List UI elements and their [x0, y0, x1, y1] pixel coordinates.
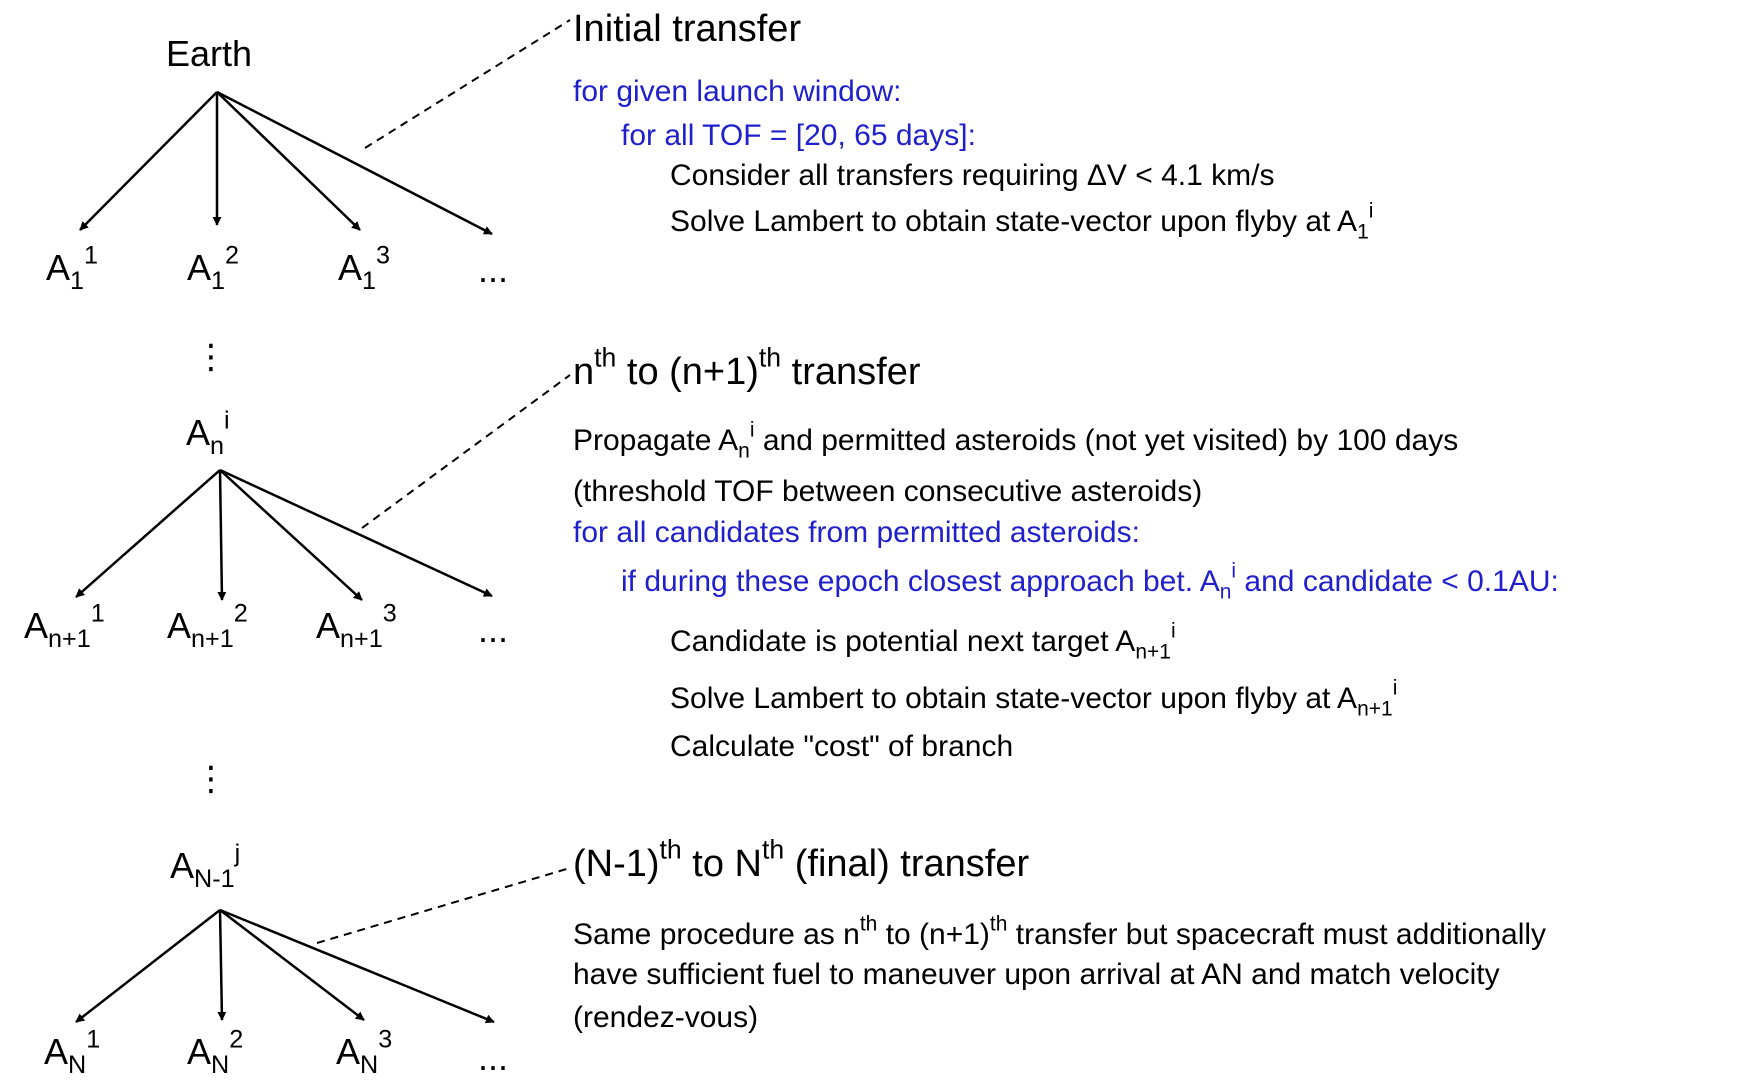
section2-step-cost: Calculate "cost" of branch [670, 730, 1014, 763]
section2-threshold: (threshold TOF between consecutive aster… [573, 475, 1203, 508]
tree2-edges [75, 468, 493, 601]
tree2-child-3: An+13 [316, 599, 397, 653]
tree1-edge-4 [216, 90, 493, 236]
tree2-edge-2 [217, 469, 227, 601]
tree3-edge-4 [219, 908, 495, 1024]
tree2-child-2: An+12 [167, 599, 248, 653]
section3-line1: Same procedure as nth to (n+1)th transfe… [573, 912, 1547, 951]
tree3-child-2: AN2 [187, 1025, 244, 1079]
vdots-1: ⋮ [194, 338, 228, 376]
tree1-root-earth: Earth [166, 33, 253, 74]
section3-line3: (rendez-vous) [573, 1001, 759, 1034]
tree2-edge-1 [75, 469, 221, 598]
section2-heading: nth to (n+1)th transfer [573, 342, 921, 393]
tree2-edge-3 [219, 469, 363, 601]
section2-step-lambert: Solve Lambert to obtain state-vector upo… [670, 676, 1398, 721]
tree3-callout-line [316, 867, 571, 944]
tree2-callout-line [361, 374, 571, 529]
tree3-edge-2 [217, 909, 227, 1021]
tree1-ellipsis: ... [478, 249, 509, 290]
section2-condition: if during these epoch closest approach b… [621, 559, 1559, 604]
tree3-edges [75, 908, 495, 1024]
tree3-child-1: AN1 [44, 1025, 101, 1079]
tree3-child-3: AN3 [336, 1025, 393, 1079]
tree1-edges [79, 90, 493, 236]
section1-loop-window: for given launch window: [573, 75, 902, 108]
section3-heading: (N-1)th to Nth (final) transfer [573, 834, 1030, 885]
tree2-edge-4 [219, 468, 493, 598]
section1-step-consider: Consider all transfers requiring ΔV < 4.… [670, 159, 1275, 192]
tree1-child-1: A11 [46, 241, 99, 295]
tree2-root: Ani [186, 406, 230, 460]
tree3-ellipsis: ... [478, 1037, 509, 1078]
tree2-ellipsis: ... [478, 609, 509, 650]
section2-loop-candidates: for all candidates from permitted astero… [573, 516, 1140, 549]
vdots-2: ⋮ [194, 760, 228, 798]
tree1-edge-1 [79, 91, 218, 231]
section2-step-candidate: Candidate is potential next target An+1i [670, 619, 1176, 664]
tree3-root: AN-1j [170, 839, 241, 893]
section1-heading: Initial transfer [573, 8, 802, 50]
tree1-child-2: A12 [187, 241, 240, 295]
tree3-edge-1 [75, 909, 221, 1023]
section2-propagate: Propagate Ani and permitted asteroids (n… [573, 418, 1459, 463]
tree1-child-3: A13 [338, 241, 391, 295]
section3-line2: have sufficient fuel to maneuver upon ar… [573, 958, 1500, 991]
section1-loop-tof: for all TOF = [20, 65 days]: [621, 119, 976, 152]
tree2-child-1: An+11 [24, 599, 105, 653]
tree3-edge-3 [219, 909, 365, 1021]
tree1-edge-3 [216, 91, 361, 231]
section1-step-lambert: Solve Lambert to obtain state-vector upo… [670, 199, 1374, 244]
tree1-callout-line [364, 19, 571, 149]
